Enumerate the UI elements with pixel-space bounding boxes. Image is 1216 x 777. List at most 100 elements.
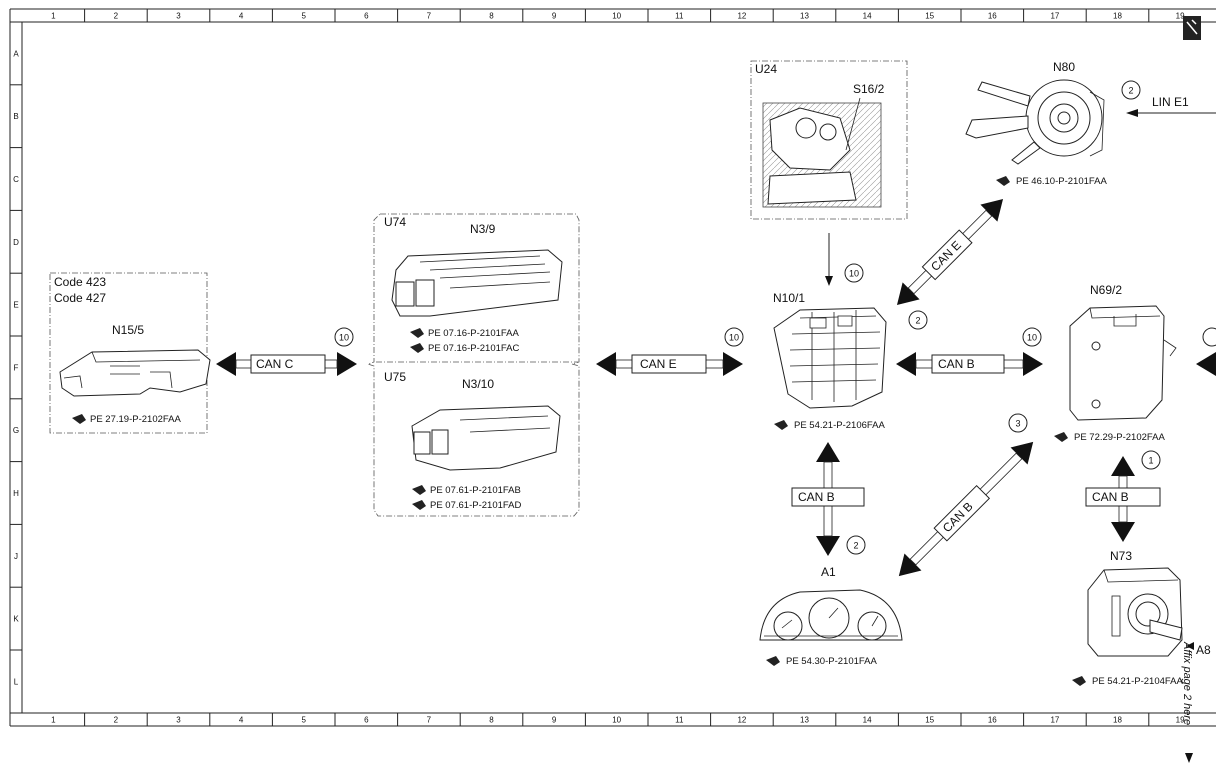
row-label: K [13,615,19,624]
can-b-n73-label: CAN B [1092,490,1129,504]
svg-text:PE 07.16-P-2101FAA: PE 07.16-P-2101FAA [428,328,519,339]
n73-reference: PE 54.21-P-2104FAA [1072,676,1183,687]
n80-reference: PE 46.10-P-2101FAA [996,176,1107,187]
n3-9-label: N3/9 [470,222,496,236]
circle-number-can-b: 10 [1022,327,1042,347]
n10-1-reference: PE 54.21-P-2106FAA [774,420,885,431]
top-column-label: 6 [364,12,369,21]
circle-number-n80: 2 [1121,80,1141,100]
circle-number-n73: 1 [1141,450,1161,470]
top-column-label: 13 [800,12,809,21]
n69-2-reference: PE 72.29-P-2102FAA [1054,432,1165,443]
bottom-column-label: 12 [737,716,746,725]
n69-2-module-drawing [1069,305,1177,421]
top-column-label: 2 [114,12,119,21]
n69-2-label: N69/2 [1090,283,1122,297]
svg-text:2: 2 [1128,86,1133,96]
a1-instrument-cluster-drawing [759,589,903,641]
top-column-label: 15 [925,12,934,21]
a8-label: A8 [1196,643,1211,657]
n3-9-ecu-drawing [391,249,563,317]
svg-text:PE 54.30-P-2101FAA: PE 54.30-P-2101FAA [786,656,877,667]
n3-10-label: N3/10 [462,377,494,391]
bottom-column-label: 6 [364,716,369,725]
n10-1-label: N10/1 [773,291,805,305]
row-label: G [13,426,19,435]
n73-ignition-switch-drawing [1087,567,1183,657]
svg-text:10: 10 [339,333,349,343]
u24-frame [750,60,908,220]
top-column-label: 7 [427,12,432,21]
bottom-column-label: 9 [552,716,557,725]
lin-e1-label: LIN E1 [1152,95,1189,109]
can-b-label: CAN B [938,357,975,371]
can-e-label: CAN E [640,357,677,371]
bottom-column-label: 3 [176,716,181,725]
svg-text:2: 2 [915,316,920,326]
svg-text:PE 07.16-P-2101FAC: PE 07.16-P-2101FAC [428,343,519,354]
bottom-column-label: 4 [239,716,244,725]
can-c-bus: CAN C [216,352,357,376]
bottom-column-label: 19 [1176,716,1185,725]
row-label: B [13,112,18,121]
n3-9-references: PE 07.16-P-2101FAA PE 07.16-P-2101FAC [410,328,519,354]
lin-e1-connection: LIN E1 [1126,95,1216,117]
row-label: F [14,363,19,372]
top-column-label: 17 [1050,12,1059,21]
bottom-column-label: 15 [925,716,934,725]
n73-label: N73 [1110,549,1132,563]
top-column-label: 3 [176,12,181,21]
row-label: L [14,677,19,686]
can-e-bus: CAN E [596,352,743,376]
bottom-column-label: 10 [612,716,621,725]
n80-label: N80 [1053,60,1075,74]
u75-label: U75 [384,370,406,384]
bottom-column-label: 2 [114,716,119,725]
bottom-column-label: 1 [51,716,56,725]
page-corner-icon [1183,16,1201,40]
top-column-label: 10 [612,12,621,21]
drawing-frame [9,8,1216,727]
u24-arrow [825,233,833,286]
svg-text:PE 27.19-P-2102FAA: PE 27.19-P-2102FAA [90,414,181,425]
can-e-diagonal-bus: CAN E [896,198,1004,306]
can-b-diagonal-bus: CAN B [898,441,1034,577]
bottom-column-label: 8 [489,716,494,725]
n69-2-right-arrow [1196,352,1216,376]
svg-text:PE 54.21-P-2104FAA: PE 54.21-P-2104FAA [1092,676,1183,687]
bottom-column-label: 5 [301,716,306,725]
svg-text:PE 07.61-P-2101FAB: PE 07.61-P-2101FAB [430,485,521,496]
circle-number-n10-1: 2 [908,310,928,330]
circle-number-can-c: 10 [334,327,354,347]
circle-number-a1: 2 [846,535,866,555]
n15-5-reference: PE 27.19-P-2102FAA [72,414,181,425]
top-column-label: 12 [737,12,746,21]
n69-2-right-circle [1202,327,1216,347]
can-b-vertical-bus: CAN B [791,442,865,556]
bottom-column-label: 17 [1050,716,1059,725]
code-group-frame [49,272,208,434]
can-b-n73-bus: CAN B [1085,456,1161,542]
bottom-column-label: 7 [427,716,432,725]
top-column-label: 8 [489,12,494,21]
top-column-label: 18 [1113,12,1122,21]
n15-5-label: N15/5 [112,323,144,337]
u74-u75-frame [366,213,580,517]
circle-number-can-b-diagonal: 3 [1008,413,1028,433]
bottom-column-label: 11 [675,716,684,725]
code-427-label: Code 427 [54,291,106,305]
svg-text:1: 1 [1148,456,1153,466]
n3-10-ecu-drawing [411,405,561,471]
top-column-label: 4 [239,12,244,21]
svg-text:PE 54.21-P-2106FAA: PE 54.21-P-2106FAA [794,420,885,431]
affix-page-text: Affix page 2 here [1181,641,1193,725]
circle-number-u24: 10 [844,263,864,283]
row-label: H [13,489,19,498]
top-column-label: 5 [301,12,306,21]
bottom-column-label: 16 [988,716,997,725]
svg-text:PE 46.10-P-2101FAA: PE 46.10-P-2101FAA [1016,176,1107,187]
row-label: E [13,301,18,310]
svg-text:10: 10 [849,269,859,279]
